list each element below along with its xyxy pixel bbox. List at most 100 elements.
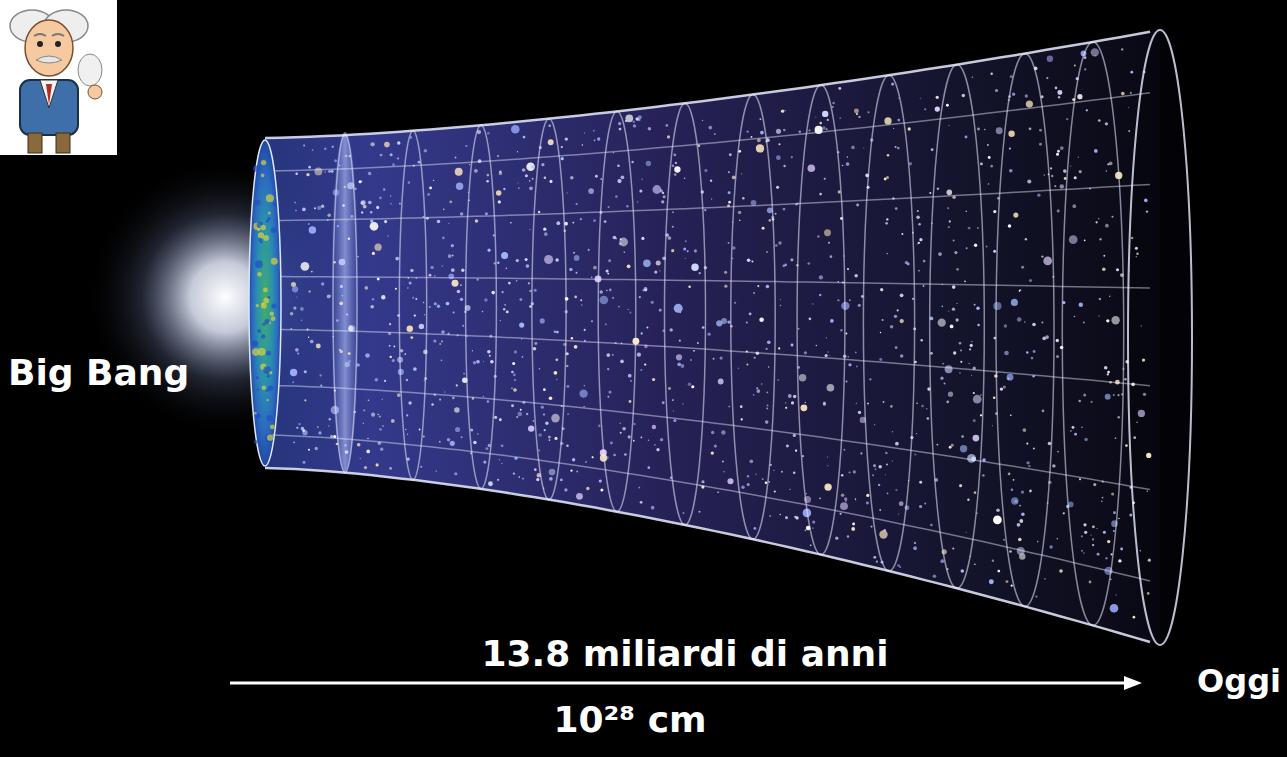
galaxy-dot	[487, 400, 489, 402]
galaxy-dot	[1099, 238, 1101, 240]
galaxy-dot	[461, 268, 464, 271]
galaxy-dot	[656, 448, 659, 451]
galaxy-dot	[757, 285, 759, 287]
galaxy-dot	[544, 232, 548, 236]
galaxy-dot	[1019, 505, 1021, 507]
galaxy-dot	[754, 357, 756, 359]
galaxy-dot	[992, 425, 993, 426]
galaxy-dot	[795, 450, 797, 452]
epoch-label: Big Bang	[8, 353, 189, 393]
galaxy-dot	[817, 235, 819, 237]
galaxy-dot	[1102, 497, 1104, 499]
galaxy-dot	[956, 303, 957, 304]
galaxy-dot	[694, 249, 697, 252]
galaxy-dot	[499, 170, 501, 172]
galaxy-dot	[722, 461, 724, 463]
galaxy-dot	[878, 484, 880, 486]
cmb-spot	[260, 225, 266, 231]
galaxy-dot	[455, 427, 460, 432]
galaxy-dot	[646, 327, 648, 329]
galaxy-dot	[854, 108, 859, 113]
galaxy-dot	[486, 180, 489, 183]
galaxy-dot	[551, 414, 560, 423]
galaxy-dot	[1033, 350, 1036, 353]
galaxy-dot	[310, 340, 314, 344]
galaxy-dot	[384, 380, 386, 382]
galaxy-dot	[1027, 179, 1031, 183]
galaxy-dot	[1070, 430, 1071, 431]
galaxy-dot	[638, 115, 642, 119]
galaxy-dot	[567, 192, 568, 193]
galaxy-dot	[1077, 94, 1082, 99]
galaxy-dot	[588, 188, 594, 194]
galaxy-dot	[526, 413, 528, 415]
galaxy-dot	[974, 244, 977, 247]
galaxy-dot	[561, 157, 564, 160]
galaxy-dot	[517, 182, 518, 183]
galaxy-dot	[780, 299, 781, 300]
galaxy-dot	[1148, 559, 1151, 562]
galaxy-dot	[1013, 479, 1015, 481]
galaxy-dot	[714, 133, 716, 135]
galaxy-dot	[1056, 153, 1059, 156]
galaxy-dot	[1025, 238, 1027, 240]
cmb-spot	[261, 334, 265, 338]
galaxy-dot	[847, 356, 849, 358]
galaxy-dot	[339, 259, 346, 266]
galaxy-dot	[947, 190, 953, 196]
galaxy-dot	[566, 445, 569, 448]
galaxy-dot	[914, 453, 916, 455]
galaxy-dot	[938, 252, 942, 256]
galaxy-dot	[835, 537, 838, 540]
galaxy-dot	[384, 142, 390, 148]
galaxy-dot	[853, 470, 856, 473]
galaxy-dot	[739, 220, 740, 221]
galaxy-dot	[554, 371, 558, 375]
galaxy-dot	[572, 458, 575, 461]
galaxy-dot	[1063, 512, 1065, 514]
grid-line	[265, 468, 1150, 642]
galaxy-dot	[410, 269, 414, 273]
galaxy-dot	[832, 102, 834, 104]
galaxy-dot	[679, 312, 681, 314]
cmb-spot	[262, 386, 266, 390]
cmb-spot	[255, 260, 263, 268]
galaxy-dot	[382, 425, 384, 427]
galaxy-dot	[1011, 299, 1018, 306]
galaxy-dot	[769, 515, 771, 517]
galaxy-dot	[543, 228, 546, 231]
galaxy-dot	[1059, 569, 1063, 573]
galaxy-dot	[711, 198, 712, 199]
galaxy-dot	[1070, 166, 1071, 167]
galaxy-dot	[1079, 170, 1082, 173]
galaxy-dot	[980, 162, 983, 165]
galaxy-dot	[778, 143, 780, 145]
galaxy-dot	[522, 356, 524, 358]
galaxy-dot	[783, 165, 785, 167]
galaxy-dot	[1132, 501, 1135, 504]
galaxy-dot	[691, 385, 694, 388]
galaxy-dot	[585, 461, 587, 463]
cmb-spot	[261, 303, 267, 309]
galaxy-dot	[916, 402, 918, 404]
galaxy-dot	[513, 388, 517, 392]
galaxy-dot	[315, 447, 318, 450]
galaxy-dot	[609, 289, 612, 292]
galaxy-dot	[1051, 175, 1053, 177]
galaxy-dot	[977, 324, 980, 327]
galaxy-dot	[674, 173, 677, 176]
galaxy-dot	[397, 393, 401, 397]
galaxy-dot	[780, 305, 782, 307]
galaxy-dot	[390, 356, 392, 358]
galaxy-dot	[375, 378, 379, 382]
galaxy-dot	[827, 384, 835, 392]
galaxy-dot	[413, 367, 417, 371]
galaxy-dot	[317, 206, 321, 210]
cmb-spot	[254, 412, 257, 415]
galaxy-dot	[727, 478, 733, 484]
galaxy-dot	[517, 412, 522, 417]
galaxy-dot	[1098, 119, 1101, 122]
galaxy-dot	[670, 328, 673, 331]
galaxy-dot	[740, 405, 743, 408]
galaxy-dot	[511, 371, 514, 374]
